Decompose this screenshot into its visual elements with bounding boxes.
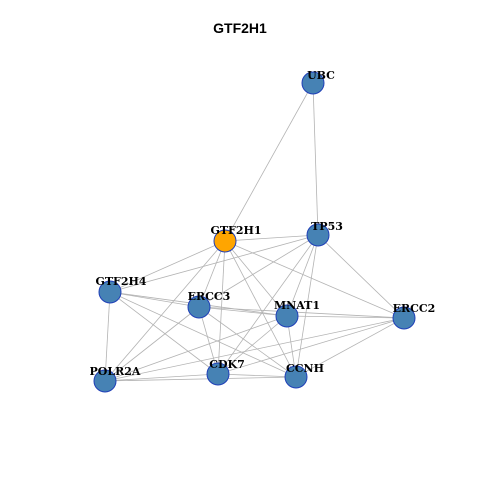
edge-cdk7-ccnh	[217, 373, 297, 378]
edge-tp53-mnat1	[286, 234, 319, 317]
node-label-tp53: TP53	[311, 220, 343, 233]
node-label-ccnh: CCNH	[286, 362, 324, 375]
edge-mnat1-polr2a	[104, 315, 288, 382]
edge-ercc2-cdk7	[217, 317, 405, 375]
edge-ercc3-cdk7	[198, 306, 219, 375]
edge-gtf2h1-ercc3	[198, 240, 226, 308]
edge-mnat1-ercc2	[286, 315, 405, 319]
edge-tp53-ercc3	[198, 234, 319, 308]
node-cdk7	[206, 362, 230, 386]
edge-tp53-cdk7	[217, 234, 319, 375]
node-mnat1	[275, 304, 299, 328]
node-ercc2	[392, 306, 416, 330]
node-label-gtf2h1: GTF2H1	[210, 224, 261, 237]
node-label-mnat1: MNAT1	[274, 299, 320, 312]
edge-gtf2h1-ercc2	[224, 240, 405, 319]
edge-ercc3-mnat1	[198, 306, 288, 317]
edge-gtf2h4-ercc3	[109, 291, 200, 308]
edge-tp53-ccnh	[295, 234, 319, 378]
node-label-ubc: UBC	[307, 69, 335, 82]
edge-ubc-gtf2h1	[224, 82, 314, 242]
edge-gtf2h1-gtf2h4	[109, 240, 226, 293]
node-ccnh	[284, 365, 308, 389]
edge-polr2a-cdk7	[104, 373, 219, 382]
edge-gtf2h4-cdk7	[109, 291, 219, 375]
edge-layer	[104, 82, 405, 382]
edge-gtf2h1-tp53	[224, 234, 319, 242]
edge-gtf2h4-ccnh	[109, 291, 297, 378]
edge-ubc-tp53	[312, 82, 319, 236]
edge-gtf2h1-mnat1	[224, 240, 288, 317]
edge-ercc3-polr2a	[104, 306, 200, 382]
node-gtf2h4	[98, 280, 122, 304]
node-tp53	[306, 223, 330, 247]
edge-mnat1-cdk7	[217, 315, 288, 375]
node-label-ercc3: ERCC3	[188, 290, 231, 303]
node-layer	[93, 71, 416, 393]
edge-gtf2h4-polr2a	[104, 291, 111, 382]
node-polr2a	[93, 369, 117, 393]
node-label-cdk7: CDK7	[209, 358, 245, 371]
edge-tp53-gtf2h4	[109, 234, 319, 293]
edge-gtf2h1-polr2a	[104, 240, 226, 382]
edge-ercc3-ccnh	[198, 306, 297, 378]
edge-ercc2-polr2a	[104, 317, 405, 382]
edge-tp53-ercc2	[317, 234, 405, 319]
edge-polr2a-ccnh	[104, 376, 297, 382]
node-ubc	[301, 71, 325, 95]
edge-ercc2-ccnh	[295, 317, 405, 378]
node-label-gtf2h4: GTF2H4	[95, 275, 146, 288]
graph-title: GTF2H1	[213, 20, 267, 36]
edge-ercc3-ercc2	[198, 306, 405, 319]
node-gtf2h1	[213, 229, 237, 253]
node-label-ercc2: ERCC2	[393, 302, 436, 315]
node-ercc3	[187, 295, 211, 319]
node-label-polr2a: POLR2A	[90, 365, 141, 378]
